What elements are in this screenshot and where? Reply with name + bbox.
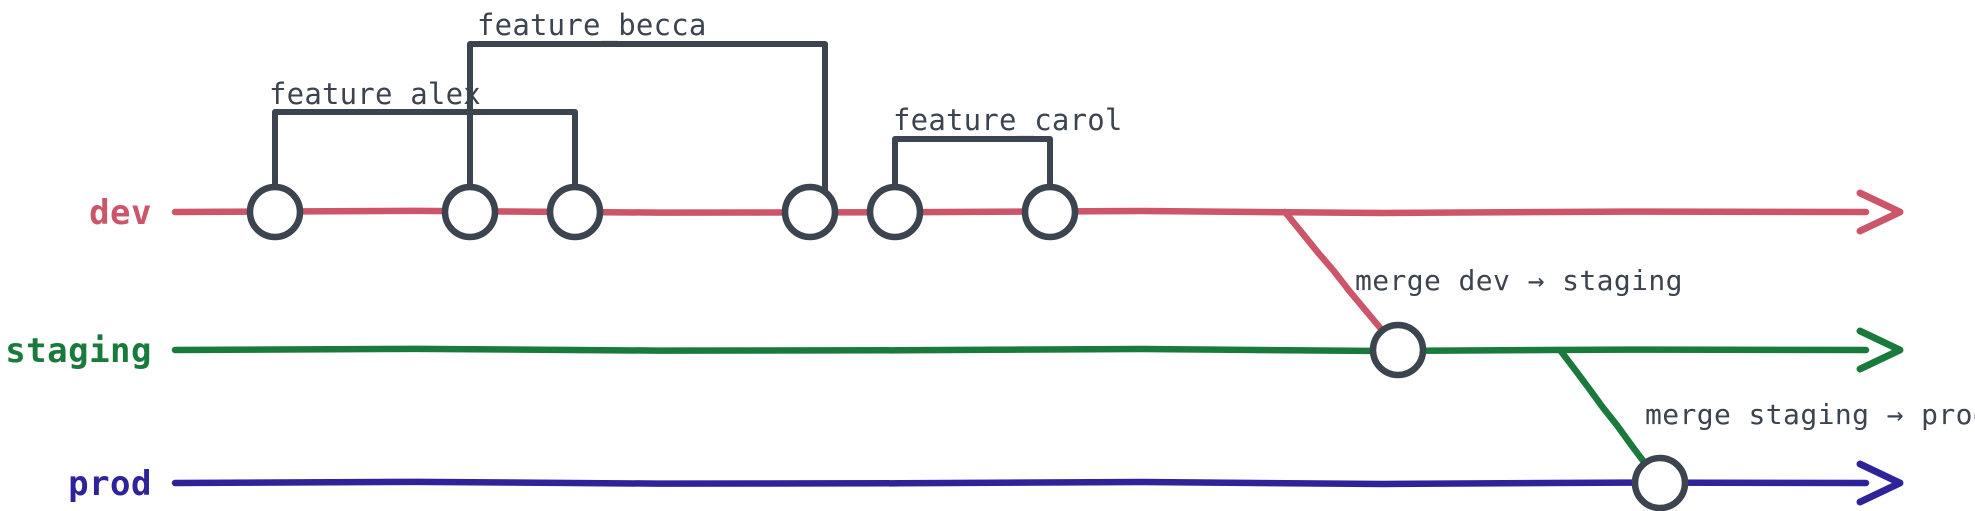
commit-node-staging-0[interactable] [1369, 321, 1427, 379]
merge-dev-staging [1281, 208, 1402, 354]
feature-branch-brackets [272, 41, 1053, 193]
branch-label-staging: staging [5, 331, 152, 371]
commit-node-dev-5[interactable] [1021, 183, 1079, 241]
commit-nodes-dev [246, 183, 1079, 241]
branch-label-dev: dev [89, 193, 152, 233]
feature-label-feature-carol: feature_carol [893, 103, 1123, 138]
commit-node-dev-0[interactable] [246, 183, 304, 241]
commit-node-dev-2[interactable] [546, 183, 604, 241]
branch-lane-prod: prod [68, 460, 1904, 506]
commit-node-dev-4[interactable] [866, 183, 924, 241]
branch-lane-staging: staging [5, 327, 1904, 373]
feature-bracket-feature-becca [467, 41, 828, 193]
branch-lane-dev: dev [89, 189, 1904, 235]
branch-line-prod [171, 478, 1870, 488]
commit-nodes-staging [1369, 321, 1427, 379]
commit-nodes-prod [1631, 454, 1689, 511]
commit-node-dev-1[interactable] [441, 183, 499, 241]
branch-line-staging [171, 345, 1870, 355]
merge-label-staging-to-prod: merge staging → prod [1645, 398, 1975, 431]
branch-arrow-prod [1856, 460, 1904, 506]
branch-arrow-staging [1856, 327, 1904, 373]
commit-node-prod-0[interactable] [1631, 454, 1689, 511]
branch-label-prod: prod [68, 464, 152, 504]
feature-label-feature-alex: feature_alex [269, 77, 481, 112]
merge-label-dev-to-staging: merge dev → staging [1355, 264, 1683, 297]
feature-bracket-feature-alex [272, 109, 578, 193]
feature-label-feature-becca: feature_becca [477, 8, 707, 43]
branch-line-dev [171, 207, 1870, 217]
branch-arrow-dev [1856, 189, 1904, 235]
feature-bracket-feature-carol [892, 136, 1053, 193]
commit-node-dev-3[interactable] [781, 183, 839, 241]
